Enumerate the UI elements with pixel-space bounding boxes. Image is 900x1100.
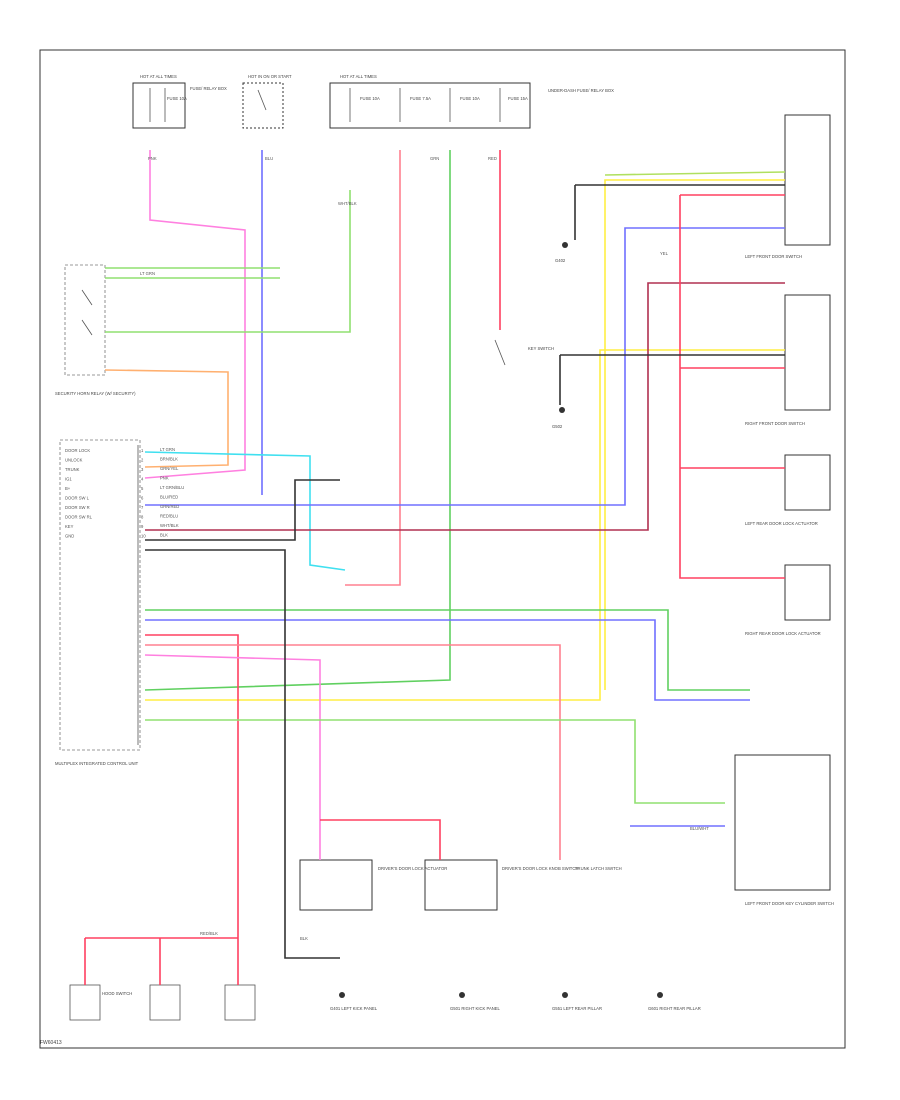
fuse-4-label: FUSE 10A bbox=[460, 96, 480, 101]
mcu-pin-name: DOOR SW L bbox=[65, 496, 90, 501]
fuse-box-mid: HOT IN ON OR START bbox=[242, 74, 292, 129]
mcu-pin-color: WHT/BLK bbox=[160, 523, 179, 528]
right-switch-boxes: LEFT FRONT DOOR KEY CYLINDER SWITCH LEFT… bbox=[734, 114, 834, 906]
page-code: FW60413 bbox=[40, 1040, 62, 1046]
fuse-box-right: HOT AT ALL TIMES FUSE 10A FUSE 7.5A FUSE… bbox=[329, 74, 614, 129]
wire-label-wht-blk: WHT/BLK bbox=[338, 201, 357, 206]
diagram-frame bbox=[39, 49, 846, 1049]
mcu-pin-number: 1 bbox=[141, 448, 144, 453]
key-switch-label: KEY SWITCH bbox=[528, 346, 554, 351]
mcu-pin-name: GND bbox=[65, 534, 74, 539]
wires bbox=[84, 150, 786, 985]
mcu-pin-name: IG1 bbox=[65, 477, 72, 482]
mcu-pin-color: GRN/YEL bbox=[160, 466, 179, 471]
wire-color-labels: PNK BLU RED GRN WHT/BLK LT GRN YEL BLK R… bbox=[140, 156, 709, 941]
fuse-box-right-desc: UNDER-DASH FUSE/ RELAY BOX bbox=[548, 88, 614, 93]
wire-label-blk: BLK bbox=[300, 936, 308, 941]
trunk-switch-label: TRUNK LATCH SWITCH bbox=[575, 866, 622, 871]
mcu-pin-name: DOOR SW R bbox=[65, 505, 90, 510]
hood-switch-label: HOOD SWITCH bbox=[102, 991, 132, 996]
fuse-2-label: FUSE 10A bbox=[360, 96, 380, 101]
mcu-pin-color: LT GRN/BLU bbox=[160, 485, 184, 490]
security-horn-relay: SECURITY HORN RELAY (W/ SECURITY) bbox=[55, 264, 136, 396]
mcu-pin-color: LT GRN bbox=[160, 447, 175, 452]
wire-label-red-blk: RED/BLK bbox=[200, 931, 218, 936]
ground-g502-label: G502 bbox=[552, 424, 563, 429]
fuse-box-left-label: HOT AT ALL TIMES bbox=[140, 74, 177, 79]
ground-g551-label: G551 LEFT REAR PILLAR bbox=[552, 1006, 602, 1011]
mcu-pin-name: UNLOCK bbox=[65, 458, 83, 463]
door-lock-switch-label: DRIVER'S DOOR LOCK KNOB SWITCH bbox=[502, 866, 578, 871]
ground-g401-label: G401 LEFT KICK PANEL bbox=[330, 1006, 378, 1011]
mcu-pin-color: GRN/RED bbox=[160, 504, 179, 509]
mcu-pin-number: 8 bbox=[141, 515, 144, 520]
mcu-pin-number: 7 bbox=[141, 505, 144, 510]
wire-label-red: RED bbox=[488, 156, 497, 161]
mcu-pin-color: BRN/BLK bbox=[160, 457, 178, 462]
multiplex-label: MULTIPLEX INTEGRATED CONTROL UNIT bbox=[55, 761, 139, 766]
door-switch-rf-label: RIGHT FRONT DOOR SWITCH bbox=[745, 421, 805, 426]
mcu-pin-number: 10 bbox=[141, 534, 146, 539]
mcu-pin-number: 5 bbox=[141, 486, 144, 491]
rear-actuator-r-label: RIGHT REAR DOOR LOCK ACTUATOR bbox=[745, 631, 821, 636]
wire-label-pnk: PNK bbox=[148, 156, 157, 161]
fuse-box-mid-label: HOT IN ON OR START bbox=[248, 74, 292, 79]
ground-g601-label: G601 RIGHT REAR PILLAR bbox=[648, 1006, 701, 1011]
bottom-actuators: DRIVER'S DOOR LOCK ACTUATOR DRIVER'S DOO… bbox=[69, 859, 622, 1021]
driver-actuator-label: DRIVER'S DOOR LOCK ACTUATOR bbox=[378, 866, 447, 871]
fuse-1-label: FUSE 10A bbox=[167, 96, 187, 101]
wire-label-blu: BLU bbox=[265, 156, 273, 161]
fuse-box-right-label: HOT AT ALL TIMES bbox=[340, 74, 377, 79]
mcu-pin-number: 6 bbox=[141, 496, 144, 501]
mcu-pin-number: 4 bbox=[141, 477, 144, 482]
key-switch: KEY SWITCH bbox=[494, 339, 554, 366]
mcu-pin-color: BLU/RED bbox=[160, 495, 178, 500]
fuse-3-label: FUSE 7.5A bbox=[410, 96, 431, 101]
mcu-pin-number: 9 bbox=[141, 524, 144, 529]
mcu-pin-color: RED/BLU bbox=[160, 514, 178, 519]
rear-actuator-l-label: LEFT REAR DOOR LOCK ACTUATOR bbox=[745, 521, 818, 526]
lf-door-lock-switch-label: LEFT FRONT DOOR KEY CYLINDER SWITCH bbox=[745, 901, 834, 906]
mcu-pin-name: KEY bbox=[65, 524, 74, 529]
fuse-5-label: FUSE 15A bbox=[508, 96, 528, 101]
mcu-pin-name: DOOR LOCK bbox=[65, 448, 90, 453]
wire-label-lt-grn: LT GRN bbox=[140, 271, 155, 276]
fuse-box-left: HOT AT ALL TIMES FUSE 10A FUSE/ RELAY BO… bbox=[132, 74, 227, 129]
wire-label-grn: GRN bbox=[430, 156, 439, 161]
ground-g501-label: G501 RIGHT KICK PANEL bbox=[450, 1006, 501, 1011]
multiplex-unit: MULTIPLEX INTEGRATED CONTROL UNIT bbox=[55, 439, 141, 766]
door-switch-lf-label: LEFT FRONT DOOR SWITCH bbox=[745, 254, 802, 259]
mcu-pin-number: 3 bbox=[141, 467, 144, 472]
wire-label-yel: YEL bbox=[660, 251, 669, 256]
security-horn-label: SECURITY HORN RELAY (W/ SECURITY) bbox=[55, 391, 136, 396]
ground-g402-label: G402 bbox=[555, 258, 566, 263]
mcu-pin-number: 2 bbox=[141, 458, 144, 463]
mcu-pin-name: DOOR SW RL bbox=[65, 515, 93, 520]
fuse-box-left-desc: FUSE/ RELAY BOX bbox=[190, 86, 227, 91]
mcu-pin-color: PNK bbox=[160, 476, 169, 481]
mcu-pin-color: BLK bbox=[160, 533, 168, 538]
wire-label-blu-wht: BLU/WHT bbox=[690, 826, 709, 831]
grounds: G401 LEFT KICK PANEL G501 RIGHT KICK PAN… bbox=[330, 242, 701, 1011]
mcu-pin-name: B+ bbox=[65, 486, 71, 491]
mcu-pin-name: TRUNK bbox=[65, 467, 80, 472]
